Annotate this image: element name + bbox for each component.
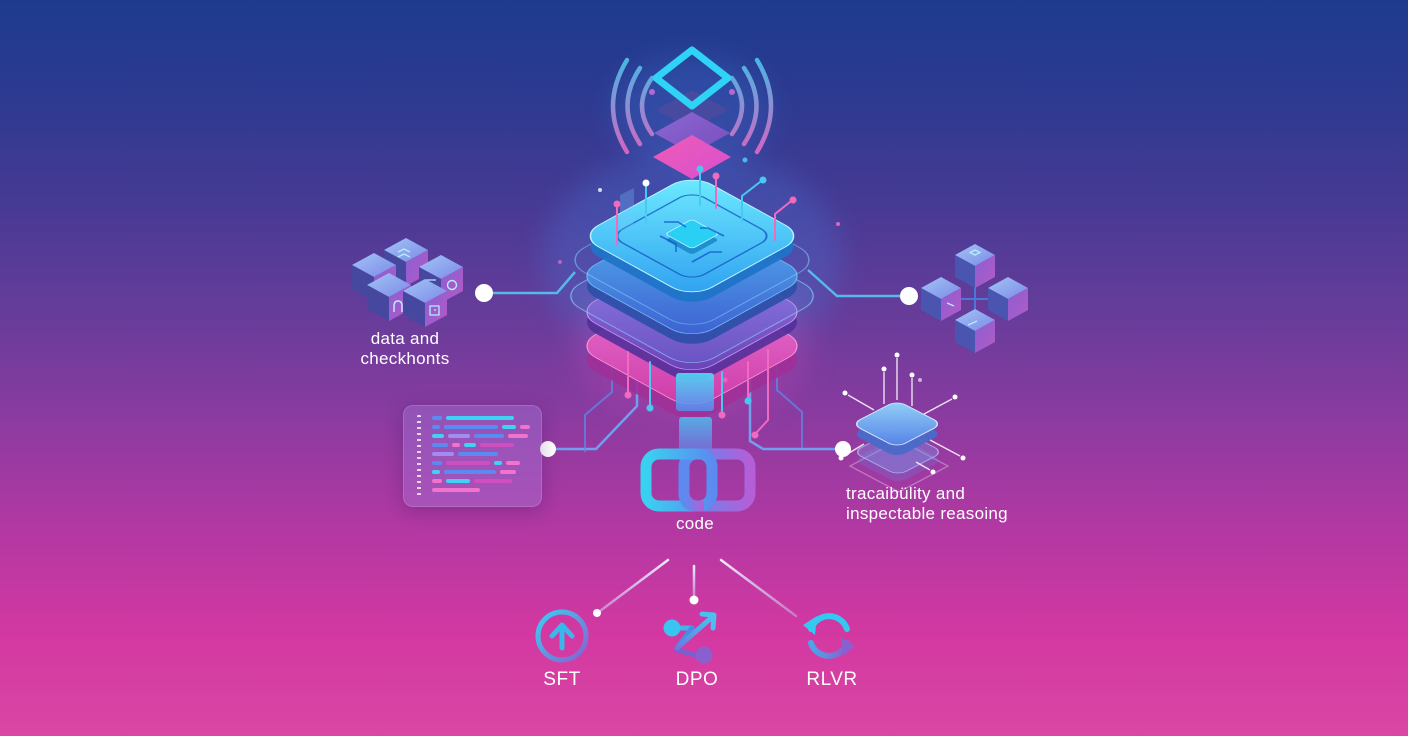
traceability-line2: inspectable reasoing — [846, 504, 1008, 523]
shuffle-branch-icon — [663, 611, 717, 664]
stack-dot-left — [649, 89, 655, 95]
data-checkpoints-label: data and checkhonts — [315, 329, 495, 369]
chip-surface-traces — [659, 221, 725, 263]
chip-pins-top — [613, 165, 797, 246]
data-checkpoints-line1: data and — [370, 329, 440, 348]
cube — [955, 309, 995, 353]
traceability-label: tracaibülity and inspectable reasoing — [846, 484, 1066, 524]
code-line-gutter — [417, 415, 421, 499]
chip-pins-bottom — [624, 349, 769, 439]
connector-traceability — [748, 380, 843, 451]
chain-link-icon — [640, 448, 756, 512]
plate-rays — [838, 352, 966, 475]
chevron-diamond — [652, 46, 732, 110]
connector-right — [807, 269, 909, 298]
connector-right-dot — [900, 287, 918, 305]
ray-sft-dot — [593, 609, 601, 617]
code-label: code — [675, 514, 715, 533]
code-panel — [403, 405, 542, 507]
connector-left-dot — [475, 284, 493, 302]
data-cubes-icon — [352, 238, 463, 327]
cube — [921, 277, 961, 321]
layer-stack-broadcast-icon — [610, 46, 774, 179]
connector-left — [484, 271, 576, 295]
column-block-1 — [676, 373, 714, 411]
arrow-up-circle-icon — [535, 609, 589, 663]
stack-slab-indigo — [656, 90, 728, 130]
stack-slab-pink — [653, 135, 731, 179]
connector-code-dot — [540, 441, 556, 457]
signal-arcs — [610, 57, 774, 155]
connector-trace-dot — [835, 441, 851, 457]
traceability-line1: tracaibülity and — [846, 484, 966, 503]
column-block-2 — [679, 417, 712, 453]
code-lines — [432, 416, 533, 497]
ray-to-rlvr — [719, 558, 798, 618]
ray-dpo-dot — [689, 595, 699, 605]
sft-label: SFT — [543, 669, 581, 690]
layered-plates-icon — [838, 352, 966, 493]
sparkle-dots — [558, 157, 922, 383]
dpo-label: DPO — [675, 669, 719, 690]
network-cubes-icon — [921, 244, 1028, 353]
cycle-arrows-icon — [803, 613, 855, 659]
data-checkpoints-line2: checkhonts — [360, 349, 450, 368]
cube — [988, 277, 1028, 321]
stack-slab-purple — [654, 112, 730, 154]
ray-to-sft — [598, 558, 670, 613]
stack-dot-right — [729, 89, 735, 95]
cube — [955, 244, 995, 288]
side-card — [620, 188, 634, 231]
rlvr-label: RLVR — [806, 669, 858, 690]
circuit-chip-stack-icon — [558, 157, 922, 439]
cube — [403, 279, 447, 327]
